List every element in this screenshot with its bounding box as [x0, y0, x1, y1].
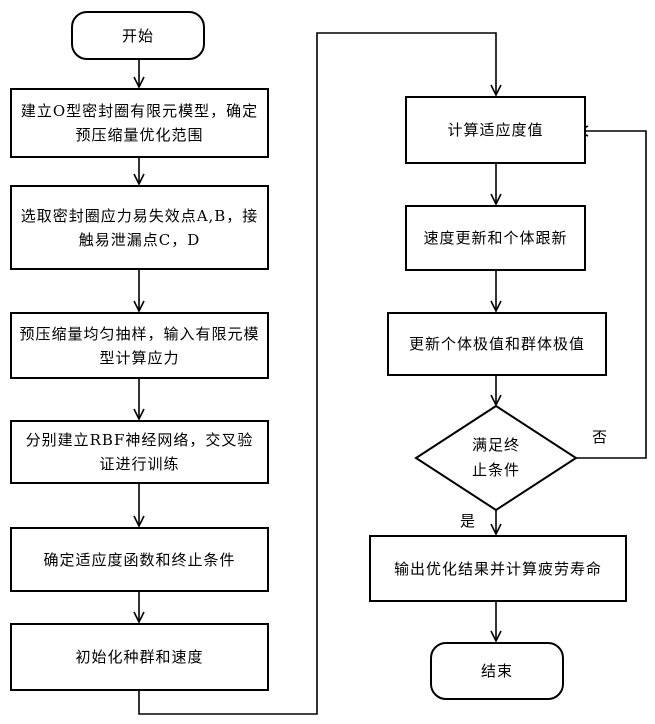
- start-node: 开始: [71, 11, 205, 60]
- rbf-node: 分别建立RBF神经网络，交叉验证进行训练: [10, 420, 269, 484]
- yes-label: 是: [460, 510, 475, 531]
- update-velocity-node: 速度更新和个体跟新: [405, 205, 586, 271]
- fitness-definition-node: 确定适应度函数和终止条件: [10, 527, 269, 592]
- no-label: 否: [592, 426, 607, 447]
- init-node: 初始化种群和速度: [10, 623, 269, 691]
- build-model-node: 建立O型密封圈有限元模型，确定预压缩量优化范围: [10, 88, 269, 158]
- decision-text-line1: 满足终: [446, 433, 546, 457]
- output-node: 输出优化结果并计算疲劳寿命: [369, 535, 627, 602]
- end-node: 结束: [430, 642, 564, 700]
- select-points-node: 选取密封圈应力易失效点A,B，接触易泄漏点C，D: [10, 185, 269, 270]
- update-extrema-node: 更新个体极值和群体极值: [387, 312, 607, 376]
- calc-fitness-node: 计算适应度值: [405, 96, 586, 164]
- decision-text-line2: 止条件: [446, 458, 546, 482]
- arrow-loop-back: [576, 131, 646, 458]
- sampling-node: 预压缩量均匀抽样，输入有限元模型计算应力: [10, 312, 269, 379]
